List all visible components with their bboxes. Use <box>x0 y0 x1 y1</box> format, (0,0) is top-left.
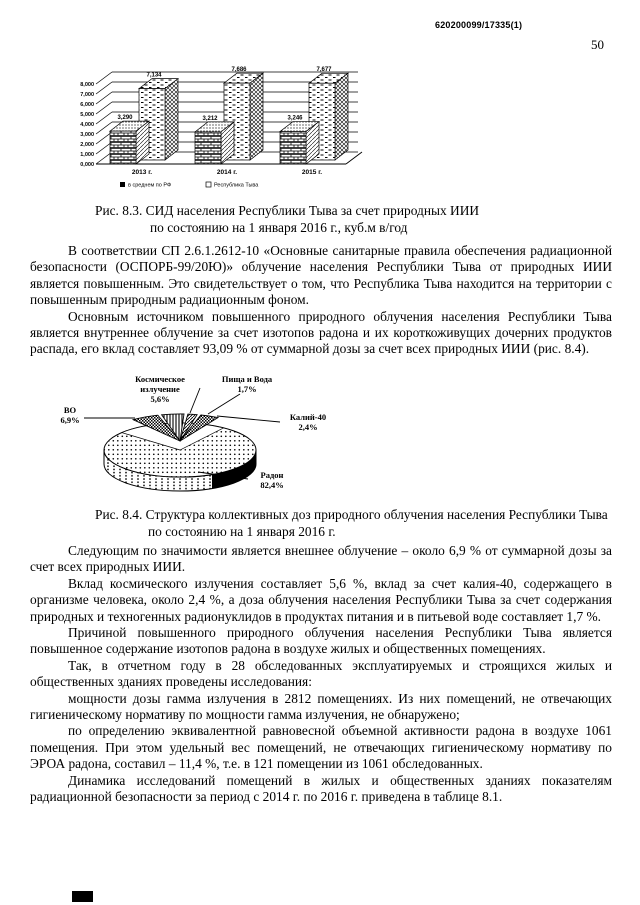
svg-text:1,000: 1,000 <box>80 152 94 158</box>
pie-label-vo: ВО <box>64 405 77 415</box>
paragraph: Следующим по значимости является внешнее… <box>30 543 612 575</box>
body-text-block-2: Следующим по значимости является внешнее… <box>30 543 612 806</box>
svg-text:7,134: 7,134 <box>146 73 162 79</box>
page-number: 50 <box>591 37 604 52</box>
svg-text:3,246: 3,246 <box>287 116 303 122</box>
pie-value-food: 1,7% <box>237 384 256 394</box>
svg-text:7,686: 7,686 <box>231 67 247 73</box>
pie-value-radon: 82,4% <box>260 480 283 490</box>
paragraph: В соответствии СП 2.6.1.2612-10 «Основны… <box>30 243 612 308</box>
leader-line-kaliy <box>216 415 281 423</box>
pie-label-food: Пища и Вода <box>222 374 273 384</box>
paragraph: Так, в отчетном году в 28 обследованных … <box>30 657 612 690</box>
scan-artifact-mark <box>72 891 93 902</box>
svg-text:2015 г.: 2015 г. <box>302 169 322 176</box>
pie-slice-kaliy <box>179 414 220 442</box>
svg-text:8,000: 8,000 <box>80 82 94 88</box>
pie-value-vo: 6,9% <box>60 415 79 425</box>
svg-text:5,000: 5,000 <box>80 112 94 118</box>
svg-text:6,000: 6,000 <box>80 102 94 108</box>
svg-text:2013 г.: 2013 г. <box>132 169 152 176</box>
pie-slice-cosmic <box>160 413 185 443</box>
figure-8-3-caption-line1: Рис. 8.3. СИД населения Республики Тыва … <box>95 203 480 218</box>
svg-text:0,000: 0,000 <box>80 162 94 168</box>
figure-8-4-caption-line1: Рис. 8.4. Структура коллективных доз при… <box>95 507 608 522</box>
leader-line-radon <box>197 471 249 480</box>
svg-text:3,290: 3,290 <box>117 115 133 121</box>
pie-label-cosmic-2: излучение <box>140 384 180 394</box>
svg-text:2014 г.: 2014 г. <box>217 169 237 176</box>
bar-chart-figure: 0,000 1,000 2,000 3,000 4,000 5,000 6,000 7,000… <box>80 67 363 189</box>
paragraph: по определению эквивалентной равновесной… <box>30 723 612 772</box>
svg-text:3,000: 3,000 <box>80 132 94 138</box>
figure-8-4-caption-line2: по состоянию на 1 января 2016 г. <box>148 524 336 539</box>
pie-chart-figure: Космическое излучение 5,6% Пища и Вода 1… <box>60 374 326 492</box>
paragraph: Причиной повышенного природного облучени… <box>30 625 612 657</box>
svg-text:2,000: 2,000 <box>80 142 94 148</box>
pie-value-kaliy: 2,4% <box>298 422 317 432</box>
pie-label-cosmic: Космическое <box>135 374 185 384</box>
paragraph: Основным источником повышенного природно… <box>30 308 612 357</box>
body-text-block-1: В соответствии СП 2.6.1.2612-10 «Основны… <box>30 243 612 358</box>
pie-label-kaliy: Калий-40 <box>290 412 326 422</box>
pie-slice-vo <box>131 414 181 442</box>
document-code: 620200099/17335(1) <box>435 20 523 30</box>
svg-text:в среднем по РФ: в среднем по РФ <box>128 183 171 189</box>
svg-text:3,212: 3,212 <box>202 116 218 122</box>
svg-text:Республика Тыва: Республика Тыва <box>214 183 259 189</box>
paragraph: Динамика исследований помещений в жилых … <box>30 772 612 805</box>
figure-8-3-caption-line2: по состоянию на 1 января 2016 г., куб.м … <box>150 220 408 235</box>
svg-text:4,000: 4,000 <box>80 122 94 128</box>
paragraph: Вклад космического излучения составляет … <box>30 575 612 624</box>
leader-line-cosmic <box>189 387 201 414</box>
pie-label-radon: Радон <box>261 470 284 480</box>
svg-text:7,677: 7,677 <box>316 67 332 73</box>
paragraph: мощности дозы гамма излучения в 2812 пом… <box>30 690 612 723</box>
bar-chart-plot: 0,000 1,000 2,000 3,000 4,000 5,000 6,000 7,000… <box>80 67 363 189</box>
svg-text:7,000: 7,000 <box>80 92 94 98</box>
pie-value-cosmic: 5,6% <box>150 394 169 404</box>
leader-line-food <box>207 393 241 415</box>
pie-slice-food <box>179 413 198 442</box>
